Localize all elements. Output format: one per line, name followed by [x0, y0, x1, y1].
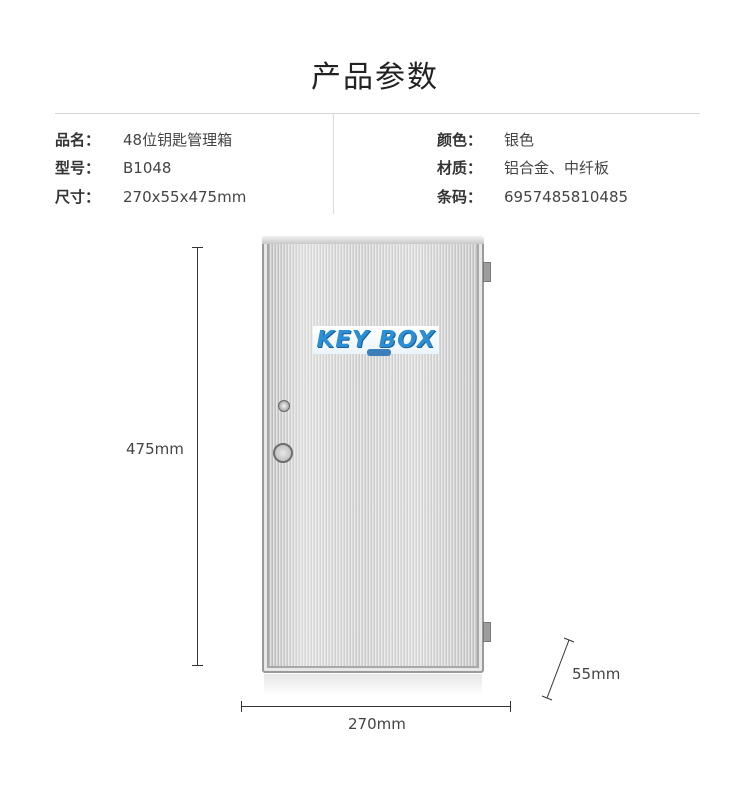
spec-value: 270x55x475mm: [123, 188, 247, 206]
width-label: 270mm: [348, 715, 406, 733]
spec-label: 材质：: [437, 159, 483, 177]
spec-color-row: 颜色： 银色: [437, 129, 534, 151]
cabinet-top-edge: [262, 236, 484, 244]
cabinet-reflection: [264, 674, 482, 696]
spec-size-row: 尺寸： 270x55x475mm: [55, 186, 246, 208]
spec-label: 尺寸：: [55, 188, 101, 206]
key-box-cabinet: [262, 237, 484, 673]
depth-label: 55mm: [572, 665, 621, 683]
width-dimension-tick-left: [241, 701, 242, 712]
keybox-logo: KEY BOX: [313, 326, 439, 354]
spec-value: 铝合金、中纤板: [504, 159, 610, 177]
hinge-bottom: [483, 622, 491, 642]
height-label: 475mm: [126, 440, 184, 458]
spec-material-row: 材质： 铝合金、中纤板: [437, 157, 609, 179]
height-dimension-line: [197, 247, 198, 666]
spec-label: 颜色：: [437, 131, 483, 149]
width-dimension-line: [241, 706, 511, 707]
page-title: 产品参数: [311, 60, 439, 95]
spec-label: 条码：: [437, 188, 483, 206]
depth-dimension-line: [541, 637, 575, 701]
height-dimension-tick-bottom: [192, 665, 203, 666]
spec-value: 6957485810485: [504, 188, 629, 206]
spec-value: B1048: [123, 159, 172, 177]
keybox-logo-badge: [367, 349, 391, 356]
spec-label: 品名：: [55, 131, 101, 149]
spec-value: 48位钥匙管理箱: [123, 131, 233, 149]
width-dimension-tick-right: [510, 701, 511, 712]
spec-barcode-row: 条码： 6957485810485: [437, 186, 628, 208]
column-divider: [333, 114, 334, 214]
hinge-top: [483, 262, 491, 282]
height-dimension-tick-top: [192, 247, 203, 248]
spec-model-row: 型号： B1048: [55, 157, 171, 179]
lock-icon: [278, 400, 290, 412]
spec-value: 银色: [504, 131, 535, 149]
handle-ring-icon: [273, 443, 293, 463]
header-divider: [55, 113, 700, 114]
spec-label: 型号：: [55, 159, 101, 177]
spec-name-row: 品名： 48位钥匙管理箱: [55, 129, 232, 151]
